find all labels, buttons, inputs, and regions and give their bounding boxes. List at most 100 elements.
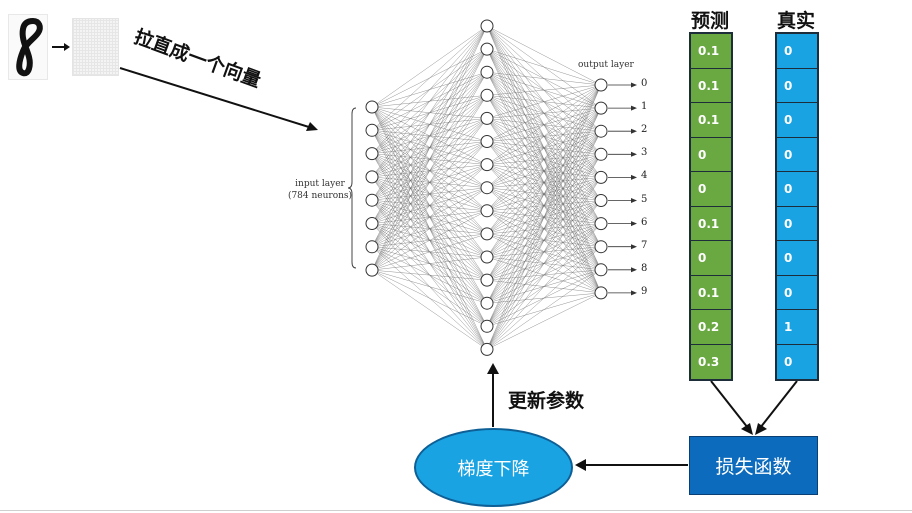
- update-parameters-arrow-head: [487, 363, 499, 374]
- connection-line: [486, 84, 602, 281]
- output-neuron: [594, 101, 608, 115]
- prediction-cell: 0.2: [691, 310, 731, 345]
- truth-cell: 0: [777, 207, 817, 241]
- connection-line: [486, 84, 602, 119]
- output-neuron: [594, 263, 608, 277]
- connection-line: [371, 187, 488, 271]
- flattened-vector-thumbnail: [72, 18, 119, 76]
- prediction-cell: 0: [691, 172, 731, 207]
- connection-line: [371, 210, 488, 271]
- input-neuron: [365, 263, 379, 277]
- connection-line: [371, 164, 488, 271]
- input-layer-title: input layer: [295, 179, 345, 189]
- output-digit-label: 3: [641, 147, 648, 159]
- truth-cell: 0: [777, 138, 817, 172]
- prediction-cell: 0: [691, 138, 731, 172]
- connection-line: [486, 84, 602, 142]
- loss-function-box: 损失函数: [689, 436, 818, 495]
- connection-line: [371, 25, 488, 224]
- loss-to-gradient-arrow-head: [575, 459, 586, 471]
- truth-header: 真实: [776, 10, 815, 32]
- truth-cell: 1: [777, 310, 817, 345]
- connection-line: [371, 25, 488, 154]
- truth-cell: 0: [784, 354, 793, 369]
- output-neuron: [594, 124, 608, 138]
- connection-line: [371, 25, 488, 131]
- input-neuron: [365, 147, 379, 161]
- hidden-neuron: [480, 158, 494, 172]
- truth-cell: 0: [777, 34, 817, 69]
- output-neuron: [594, 194, 608, 207]
- truth-to-loss-arrow-head: [755, 423, 767, 435]
- connection-line: [371, 25, 488, 201]
- input-neuron: [365, 123, 379, 137]
- connection-line: [486, 246, 602, 350]
- slide-bottom-rule: [0, 510, 912, 511]
- connection-line: [486, 84, 602, 327]
- connection-line: [371, 269, 488, 350]
- prediction-header: 预测: [690, 10, 729, 32]
- connection-line: [486, 84, 602, 258]
- output-arrow-head: [631, 267, 637, 273]
- hidden-neuron: [480, 227, 494, 241]
- output-layer-label: output layer: [578, 60, 634, 70]
- prediction-cell: 0.3: [698, 354, 720, 369]
- flatten-arrow-head: [306, 122, 318, 131]
- network-connections: [371, 25, 602, 350]
- input-layer-label: input layer (784 neurons): [280, 178, 360, 202]
- output-digit-label: 7: [641, 239, 648, 251]
- gradient-descent-ellipse: 梯度下降: [414, 428, 573, 507]
- connection-line: [371, 269, 488, 281]
- hidden-neuron: [480, 19, 494, 33]
- connection-line: [371, 25, 488, 271]
- output-digit-label: 0: [641, 78, 648, 89]
- input-neuron: [365, 240, 379, 254]
- connection-line: [486, 292, 602, 350]
- prediction-cell: 0.1: [691, 103, 731, 138]
- connection-line: [486, 200, 602, 350]
- connection-line: [371, 269, 488, 327]
- output-neuron: [594, 240, 608, 254]
- input-neuron: [365, 193, 379, 207]
- connection-line: [371, 269, 488, 304]
- connection-line: [371, 118, 488, 271]
- connection-line: [486, 84, 602, 304]
- connection-line: [371, 141, 488, 271]
- connection-line: [371, 256, 488, 271]
- digit-eight-icon: [16, 17, 43, 77]
- connection-line: [371, 95, 488, 271]
- hidden-neuron: [480, 111, 494, 125]
- hidden-neuron: [480, 181, 494, 195]
- hidden-neuron: [480, 250, 494, 264]
- connection-line: [486, 108, 602, 350]
- connection-line: [486, 72, 602, 86]
- hidden-neuron: [480, 204, 494, 218]
- connection-line: [486, 84, 602, 350]
- prediction-cell: 0.1: [691, 276, 731, 310]
- hidden-neuron: [480, 273, 494, 287]
- connection-line: [486, 223, 602, 350]
- connection-line: [486, 269, 602, 350]
- hidden-neuron: [480, 296, 494, 310]
- hidden-neuron: [480, 42, 494, 56]
- connection-line: [371, 25, 488, 108]
- truth-cell: 0: [777, 276, 817, 310]
- output-arrow-head: [631, 151, 637, 157]
- connection-line: [486, 84, 602, 188]
- prediction-to-loss-arrow-head: [741, 423, 753, 435]
- output-neuron: [594, 286, 608, 300]
- input-layer-bracket: [347, 107, 357, 269]
- connection-line: [371, 72, 488, 271]
- prediction-column: 0.1 0.1 0.1 0 0 0.1 0 0.1 0.2 0.3: [689, 32, 733, 381]
- output-arrow-head: [631, 221, 637, 227]
- output-digit-label: 4: [641, 170, 648, 182]
- hidden-neuron: [480, 88, 494, 102]
- prediction-cell: 0.1: [691, 69, 731, 103]
- connection-line: [486, 25, 602, 86]
- input-neuron: [365, 170, 379, 184]
- connection-line: [486, 177, 602, 350]
- output-arrow-head: [631, 105, 637, 111]
- hidden-neuron: [480, 65, 494, 79]
- connection-line: [371, 233, 488, 271]
